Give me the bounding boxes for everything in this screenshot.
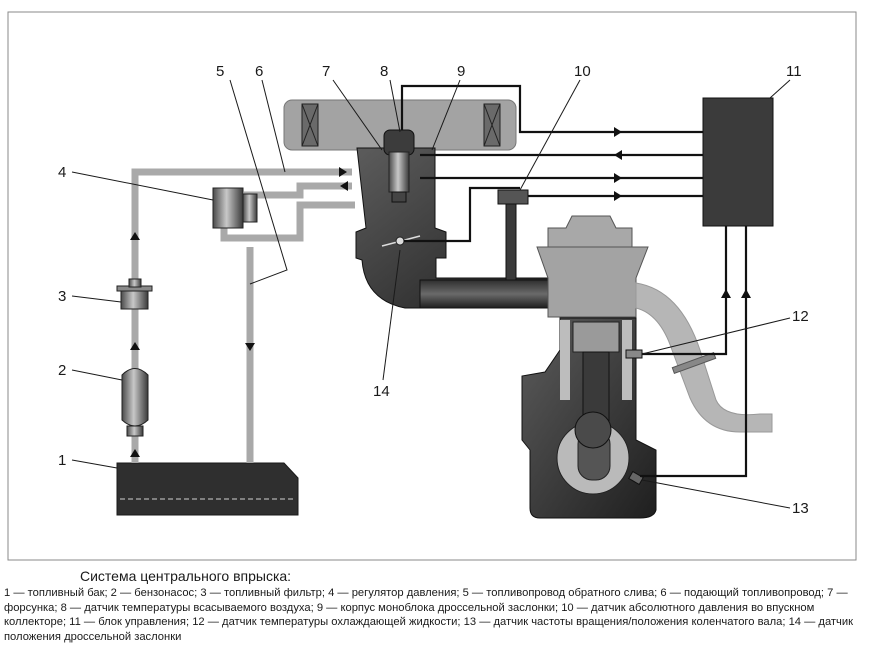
injector bbox=[388, 151, 410, 193]
arrow-right-icon bbox=[614, 191, 622, 201]
caption-title: Система центрального впрыска: bbox=[80, 568, 292, 584]
throttle-body bbox=[355, 129, 561, 309]
engine-air-filter bbox=[536, 215, 649, 318]
figure-caption: Система центрального впрыска: 1 — топлив… bbox=[4, 568, 866, 644]
arrow-up-icon bbox=[130, 449, 140, 457]
crank-position-sensor bbox=[628, 470, 644, 486]
flow-arrows bbox=[130, 167, 348, 457]
diagram-frame bbox=[7, 11, 857, 561]
callout-10: 10 bbox=[574, 63, 591, 80]
arrow-up-icon bbox=[130, 342, 140, 350]
air-filter-housing bbox=[283, 99, 517, 151]
callout-8: 8 bbox=[380, 63, 388, 80]
fuel-filter bbox=[116, 278, 153, 310]
arrow-left-icon bbox=[340, 181, 348, 191]
pressure-regulator bbox=[212, 187, 258, 229]
coolant-temp-sensor bbox=[625, 349, 643, 359]
supply-fuel-line bbox=[131, 168, 352, 463]
callout-3: 3 bbox=[58, 288, 66, 305]
callout-7: 7 bbox=[322, 63, 330, 80]
arrow-right-icon bbox=[614, 173, 622, 183]
callout-6: 6 bbox=[255, 63, 263, 80]
callout-11: 11 bbox=[786, 63, 802, 80]
exhaust-pipe bbox=[635, 282, 773, 433]
callout-12: 12 bbox=[792, 308, 809, 325]
signal-wires bbox=[400, 84, 748, 478]
control-unit bbox=[702, 97, 774, 227]
throttle-position-sensor bbox=[395, 236, 405, 246]
callout-9: 9 bbox=[457, 63, 465, 80]
fuel-pump bbox=[121, 368, 149, 437]
arrow-left-icon bbox=[614, 150, 622, 160]
callout-4: 4 bbox=[58, 164, 66, 181]
leader-lines bbox=[71, 79, 791, 509]
fuel-tank bbox=[116, 462, 299, 516]
callout-14: 14 bbox=[373, 383, 390, 400]
intake-manifold bbox=[419, 279, 571, 309]
callout-5: 5 bbox=[216, 63, 224, 80]
arrow-right-icon bbox=[339, 167, 347, 177]
arrow-up-icon bbox=[741, 289, 751, 298]
caption-legend: 1 — топливный бак; 2 — бензонасос; 3 — т… bbox=[4, 587, 854, 643]
engine-block bbox=[521, 317, 657, 519]
return-fuel-line bbox=[220, 201, 355, 463]
arrow-right-icon bbox=[614, 127, 622, 137]
callout-13: 13 bbox=[792, 500, 809, 517]
callout-1: 1 bbox=[58, 452, 66, 469]
callout-2: 2 bbox=[58, 362, 66, 379]
wire-arrows bbox=[614, 127, 751, 298]
map-sensor bbox=[497, 189, 529, 281]
arrow-down-icon bbox=[245, 343, 255, 351]
arrow-up-icon bbox=[130, 232, 140, 240]
fuel-injection-diagram: 1 2 3 4 5 6 7 8 9 10 11 12 13 14 bbox=[7, 11, 857, 561]
arrow-up-icon bbox=[721, 289, 731, 298]
